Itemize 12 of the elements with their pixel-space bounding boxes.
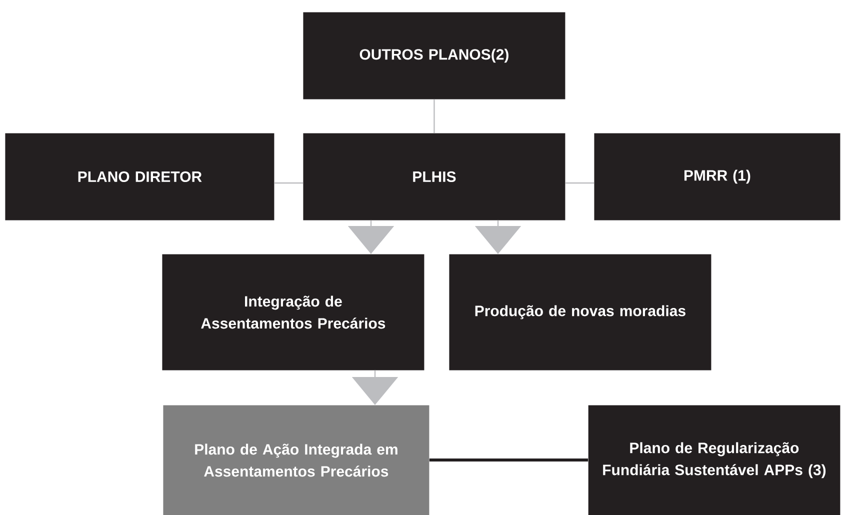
plan-box: Plano de Regularização Fundiária Sustentável APPs (3) [588, 405, 840, 515]
connector-line [434, 99, 435, 133]
plan-box: Produção de novas moradias [449, 254, 712, 370]
connector-line [274, 182, 303, 184]
plan-box: PLANO DIRETOR [5, 133, 274, 220]
plan-box: Plano de Ação Integrada em Assentamentos Precários [163, 405, 430, 515]
plan-box: PMRR (1) [594, 133, 840, 220]
plan-box: Integração de Assentamentos Precários [162, 254, 424, 370]
connector-line [565, 182, 594, 184]
connector-line [429, 458, 588, 462]
plan-box: PLHIS [303, 133, 566, 220]
plan-box: OUTROS PLANOS(2) [303, 12, 566, 100]
